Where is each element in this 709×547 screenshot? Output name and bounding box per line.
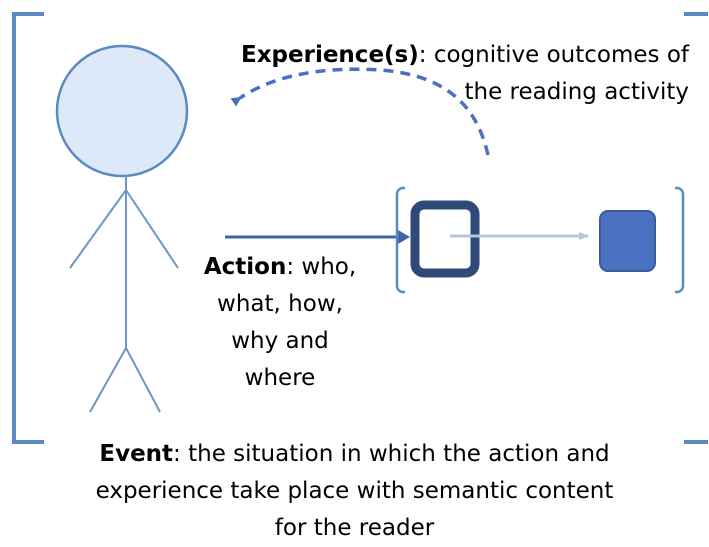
action-line1: Action: who, <box>190 249 370 286</box>
action-arrow <box>225 230 410 244</box>
left-bracket <box>12 12 44 444</box>
action-label: Action: who, what, how, why and where <box>190 249 370 397</box>
source-square <box>410 200 480 278</box>
experience-label-line1: Experience(s): cognitive outcomes of <box>241 40 689 70</box>
experience-text-1: : cognitive outcomes of <box>418 42 689 68</box>
experience-dashed-arrow <box>230 67 490 156</box>
reader-left-arm <box>69 189 127 269</box>
reader-stick-figure <box>55 44 189 413</box>
target-square <box>599 210 656 272</box>
activity-box-top-gap <box>405 186 675 191</box>
event-text-1: : the situation in which the action and <box>173 441 610 467</box>
experience-label-line2: the reading activity <box>464 79 689 105</box>
reading-activity-box <box>395 186 685 294</box>
reader-right-leg <box>125 347 161 413</box>
experience-term: Experience(s) <box>241 42 419 68</box>
event-line2: experience take place with semantic cont… <box>95 478 614 504</box>
event-term: Event <box>99 441 174 467</box>
event-line1: Event: the situation in which the action… <box>0 436 709 473</box>
activity-box-bottom-gap <box>405 289 675 294</box>
action-term: Action <box>203 254 287 280</box>
reader-head <box>55 44 189 178</box>
event-line3: for the reader <box>274 515 435 541</box>
action-line2: what, how, <box>217 291 343 317</box>
event-label: Event: the situation in which the action… <box>0 436 709 547</box>
action-text-1: : who, <box>286 254 357 280</box>
action-line4: where <box>244 365 316 391</box>
reader-left-leg <box>89 347 127 413</box>
reader-right-arm <box>125 189 179 269</box>
action-line3: why and <box>231 328 329 354</box>
event-bracket <box>12 12 708 444</box>
